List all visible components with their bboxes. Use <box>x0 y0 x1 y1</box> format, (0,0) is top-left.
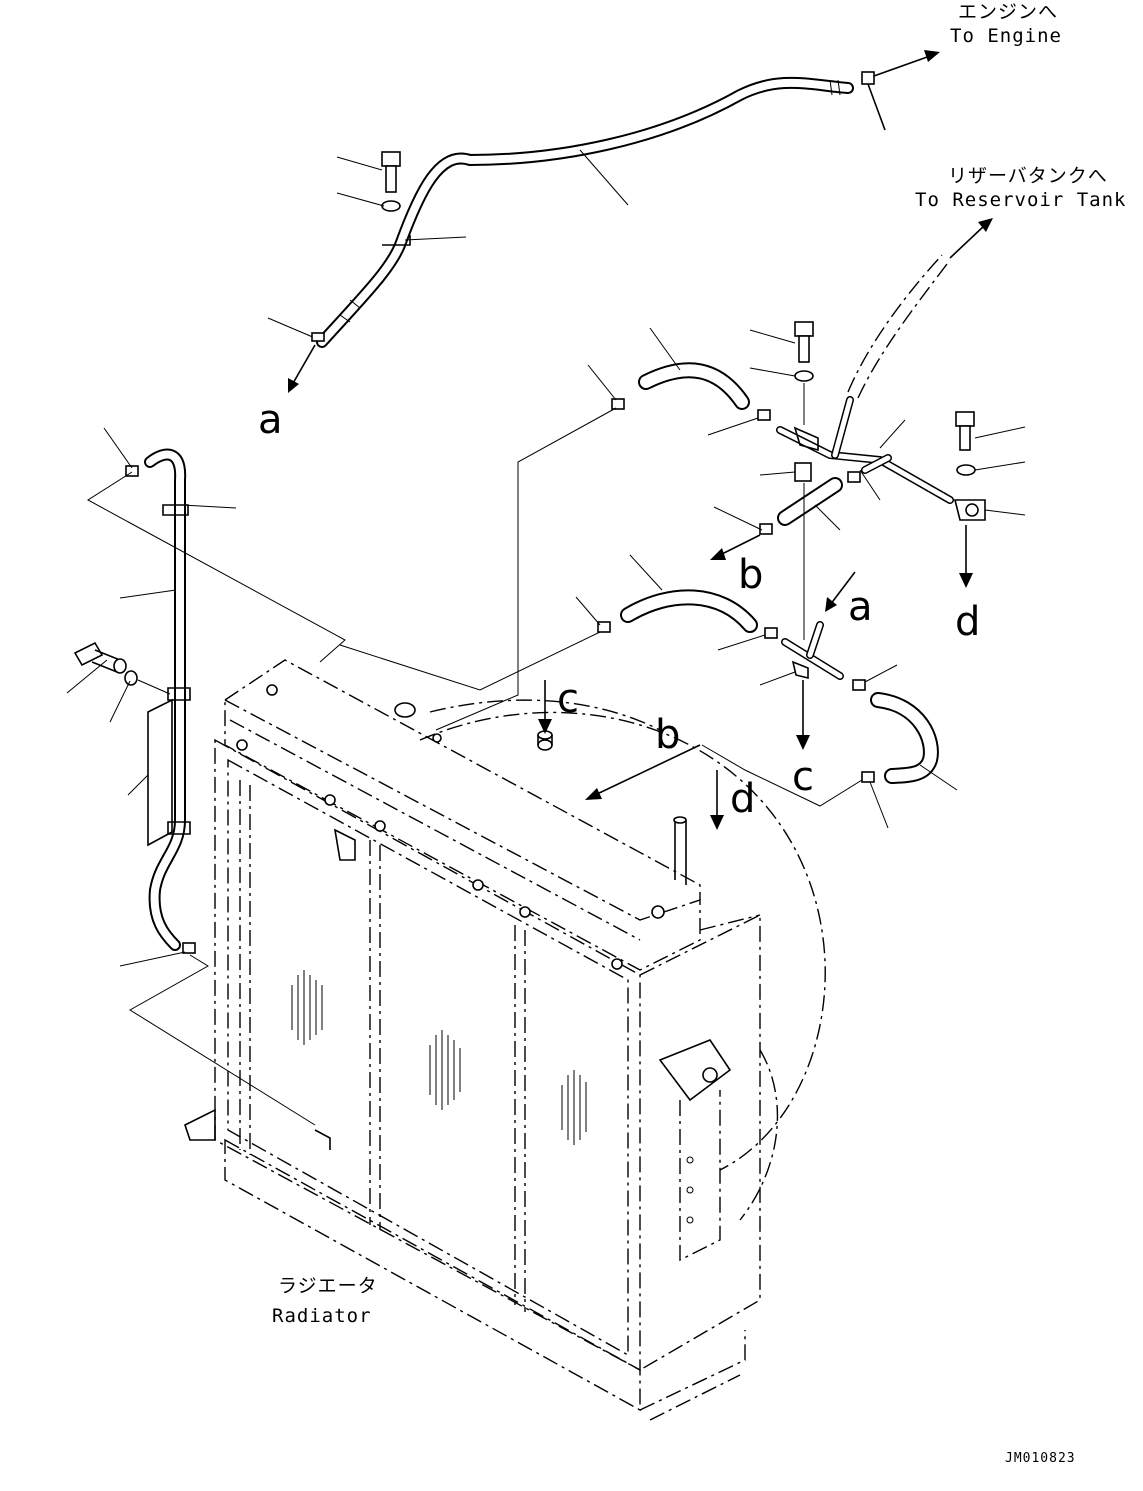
drawing-code: JM010823 <box>1005 1451 1076 1466</box>
marker-c-low: c <box>792 754 814 800</box>
marker-d-low: d <box>730 776 755 822</box>
marker-c-top: c <box>557 676 579 722</box>
marker-a-mid: a <box>848 584 873 630</box>
marker-a-top: a <box>258 397 283 443</box>
engine-pipe-group <box>267 50 940 393</box>
reservoir-hose-group <box>749 218 993 504</box>
engine-label-jp: エンジンへ <box>958 1 1058 23</box>
left-overflow-pipe <box>66 427 346 1126</box>
reservoir-label-en: To Reservoir Tank <box>915 189 1126 211</box>
middle-upper-hose <box>435 327 771 731</box>
lower-tee-group <box>759 483 856 750</box>
right-bent-hose <box>701 664 958 829</box>
radiator-arrows <box>538 680 724 830</box>
radiator-assembly <box>184 659 826 1421</box>
radiator-label-en: Radiator <box>272 1305 372 1327</box>
marker-b-low: b <box>655 712 680 758</box>
right-clamp-group <box>953 411 1026 588</box>
spacer-hose-group <box>710 462 861 560</box>
engine-label-en: To Engine <box>950 25 1062 47</box>
marker-d-right: d <box>955 599 980 645</box>
middle-lower-hose <box>339 554 778 691</box>
radiator-label-jp: ラジエータ <box>278 1275 378 1297</box>
marker-b-mid: b <box>738 552 763 598</box>
reservoir-label-jp: リザーバタンクへ <box>948 165 1108 187</box>
